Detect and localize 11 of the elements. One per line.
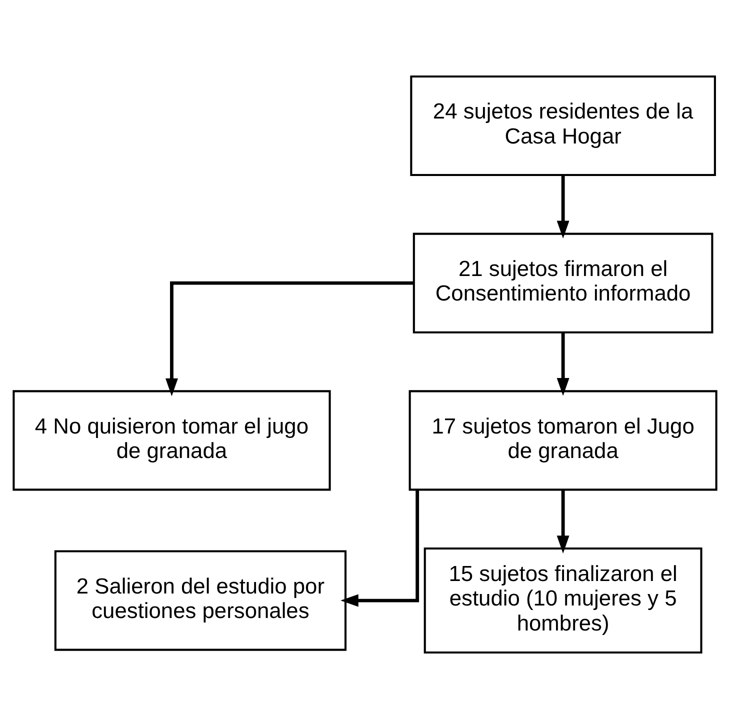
arrow — [556, 174, 570, 238]
node-box: 15 sujetos finalizaron el estudio (10 mujeres y 5 hombres) — [424, 547, 702, 654]
node-box: 21 sujetos firmaron el Consentimiento informado — [412, 232, 714, 333]
arrow — [165, 280, 414, 396]
node-box: 17 sujetos tomaron el Jugo de granada — [408, 390, 718, 490]
node-box: 24 sujetos residentes de la Casa Hogar — [410, 74, 716, 176]
node-box: 2 Salieron del estudio por cuestiones personales — [54, 550, 347, 650]
arrow — [340, 489, 420, 606]
arrow — [556, 332, 570, 396]
arrow — [556, 489, 570, 553]
node-box: 4 No quisieron tomar el jugo de granada — [12, 390, 331, 490]
